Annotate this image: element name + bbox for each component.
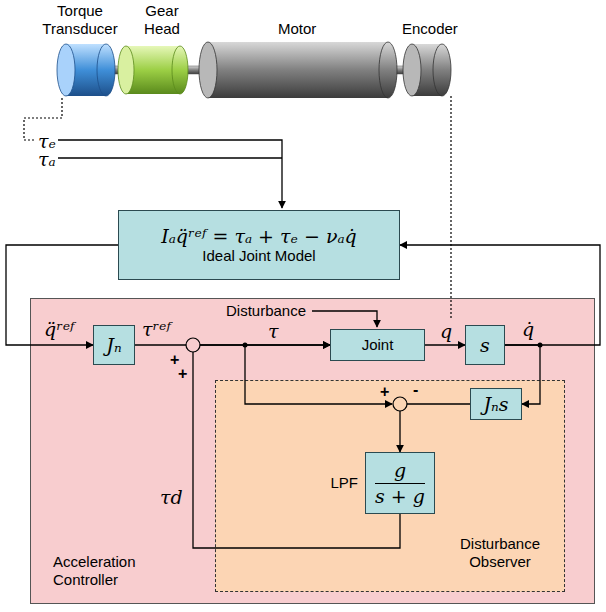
denominator: s + g xyxy=(375,485,425,508)
gear-head xyxy=(118,46,188,94)
part-name: Gear Head xyxy=(138,2,186,38)
filter-block: gs + gLPF xyxy=(365,452,435,514)
box-content: s xyxy=(480,334,490,357)
fraction: g s + g xyxy=(375,459,425,508)
sign-mark: + xyxy=(178,364,187,383)
cylinder-face xyxy=(57,44,75,96)
signal-name: q̈ʳᵉᶠ xyxy=(44,318,75,341)
input-name: Disturbance xyxy=(226,302,306,320)
signal-name: τ xyxy=(268,320,279,343)
box-content: Jₙs xyxy=(483,393,508,416)
signal-connector xyxy=(6,245,118,345)
torque-transducer xyxy=(57,44,115,96)
signal-name: τd xyxy=(160,486,183,509)
cylinder-end xyxy=(97,44,115,96)
controller-region: Acceleration ControllerJₙJointsDisturban… xyxy=(30,298,595,604)
signal-connector xyxy=(193,345,400,548)
cylinder-end xyxy=(172,46,188,94)
cylinder-face xyxy=(199,42,217,98)
block-caption: Ideal Joint Model xyxy=(202,247,315,265)
sensor-wire xyxy=(24,98,62,140)
part-name: Torque Transducer xyxy=(35,2,125,38)
cylinder-body xyxy=(208,42,388,98)
differentiator-block: s xyxy=(465,325,505,365)
signal-wire xyxy=(245,345,392,404)
summing-junction xyxy=(186,338,200,352)
signal-wire xyxy=(58,157,282,158)
sign-mark: + xyxy=(380,382,389,401)
signal-wire xyxy=(58,140,282,208)
block-text: Joint xyxy=(362,336,394,354)
model-box: Iₐq̈ʳᵉᶠ = τₐ + τₑ − νₐq̇Ideal Joint Mode… xyxy=(118,210,400,280)
part-name: Encoder xyxy=(402,20,458,38)
block-text: Iₐq̈ʳᵉᶠ = τₐ + τₑ − νₐq̇ xyxy=(161,225,357,248)
signal-connector xyxy=(400,404,470,452)
signal-name: τₐ xyxy=(38,148,56,171)
sensor-wire xyxy=(450,96,451,318)
sign-mark: - xyxy=(413,380,418,399)
block-text: s xyxy=(480,334,490,357)
plant-block: Joint xyxy=(330,329,425,361)
signal-connector xyxy=(400,245,600,345)
cylinder-face xyxy=(118,46,134,94)
fraction-bar xyxy=(375,483,425,484)
cylinder-face xyxy=(403,44,421,96)
box-content: Iₐq̈ʳᵉᶠ = τₐ + τₑ − νₐq̇Ideal Joint Mode… xyxy=(161,225,357,266)
signal-connector xyxy=(425,344,465,345)
disturbance-arrow xyxy=(312,311,377,327)
block-text: Jₙ xyxy=(106,334,121,357)
gain-block: Jₙs xyxy=(470,388,522,420)
summing-junction xyxy=(393,397,407,411)
block-text: Jₙs xyxy=(483,393,508,416)
signal-name: q̇ xyxy=(522,318,534,341)
signal-name: q xyxy=(440,320,452,343)
gain-block: Jₙ xyxy=(93,325,135,365)
box-content: Joint xyxy=(362,336,394,354)
cylinder-end xyxy=(433,44,451,96)
motor xyxy=(199,42,397,98)
numerator: g xyxy=(394,459,406,482)
signal-connector xyxy=(505,345,540,404)
cylinder-end xyxy=(379,42,397,98)
box-content: Jₙ xyxy=(106,334,121,357)
region-label: Disturbance Observer xyxy=(450,535,550,571)
block-heading: LPF xyxy=(330,474,358,492)
sign-mark: + xyxy=(170,350,179,369)
region-label: Acceleration Controller xyxy=(53,553,163,589)
box-content: g s + g xyxy=(375,459,425,508)
signal-name: τʳᵉᶠ xyxy=(142,318,171,341)
part-name: Motor xyxy=(278,20,316,38)
observer-region: Disturbance Observer Jₙs g s + g LPF xyxy=(215,380,565,592)
encoder xyxy=(403,44,451,96)
